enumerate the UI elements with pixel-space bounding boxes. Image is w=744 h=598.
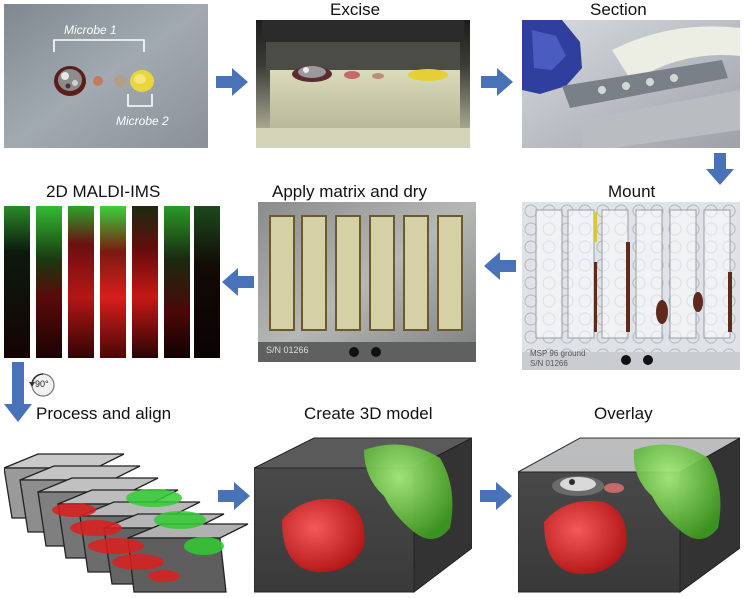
arrow-right-icon (218, 482, 250, 510)
3d-model-render (254, 428, 472, 594)
step-label-apply: Apply matrix and dry (272, 182, 427, 201)
step-label-maldi: 2D MALDI-IMS (46, 182, 161, 201)
rotate-90-label: 90° (35, 379, 49, 389)
aligned-sections (4, 428, 250, 594)
rotate-90-icon: 90° (26, 372, 60, 398)
microbe-1-label: Microbe 1 (64, 23, 117, 37)
arrow-right-icon (481, 68, 513, 96)
mount-plate-photo: MSP 96 ground S/N 01266 (522, 202, 740, 370)
maldi-images (4, 206, 220, 358)
step-label-process: Process and align (36, 404, 172, 423)
mount-plate-name: MSP 96 ground (530, 349, 586, 358)
step-label-mount: Mount (608, 182, 656, 201)
overlay-render (518, 428, 740, 594)
matrix-plate-serial: S/N 01266 (266, 345, 309, 355)
arrow-down-icon (706, 153, 734, 185)
arrow-right-icon (216, 68, 248, 96)
step-label-section: Section (590, 0, 647, 19)
section-photo (522, 20, 740, 148)
step-label-overlay: Overlay (594, 404, 653, 423)
arrow-left-icon (484, 252, 516, 280)
step-label-excise: Excise (330, 0, 381, 19)
matrix-plate-photo: S/N 01266 (258, 202, 476, 362)
arrow-down-icon (4, 362, 32, 422)
arrow-left-icon (222, 268, 254, 296)
arrow-right-icon (480, 482, 512, 510)
excise-photo (256, 20, 470, 148)
culture-photo: Microbe 1 Microbe 2 (4, 4, 208, 148)
mount-plate-serial: S/N 01266 (530, 359, 568, 368)
microbe-2-label: Microbe 2 (116, 114, 169, 128)
step-label-model: Create 3D model (304, 404, 433, 423)
